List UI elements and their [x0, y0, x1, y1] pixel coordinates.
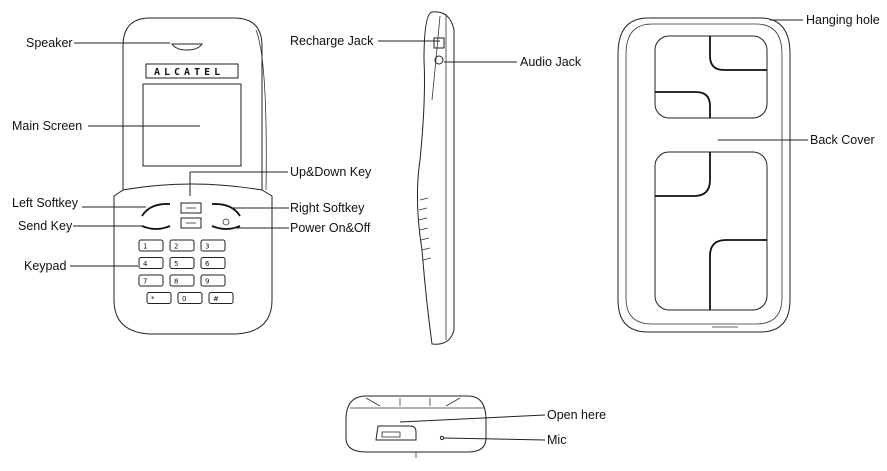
label-power-on-off: Power On&Off: [290, 221, 371, 235]
brand-plate: [145, 63, 239, 79]
keypad-key: [177, 292, 203, 304]
speaker-slot: [171, 43, 203, 51]
right-softkey: [211, 203, 241, 217]
phone-back-view: [617, 17, 791, 333]
label-main-screen: Main Screen: [12, 119, 83, 133]
send-key: [141, 225, 171, 230]
keypad-key: [146, 292, 172, 304]
keypad-key-label: 8: [174, 278, 178, 286]
label-recharge-jack: Recharge Jack: [290, 34, 374, 48]
keypad-key: [208, 292, 234, 304]
keypad-key: [200, 239, 226, 252]
keypad-key-label: 1: [143, 243, 147, 251]
label-back-cover: Back Cover: [810, 133, 875, 147]
label-keypad: Keypad: [24, 259, 67, 273]
label-open-here: Open here: [547, 408, 607, 422]
keypad-key: [138, 257, 164, 269]
keypad-key-label: 2: [174, 243, 178, 251]
open-here-slot: [375, 425, 417, 441]
keypad-key: [169, 257, 195, 269]
lower-recess: [654, 151, 768, 311]
audio-jack: [434, 55, 444, 65]
up-down-key: [180, 202, 202, 214]
power-key: [211, 225, 241, 230]
keypad-key: [200, 274, 226, 287]
main-screen: [142, 83, 242, 167]
keypad-key: [169, 274, 195, 287]
keypad-key: [138, 274, 164, 287]
phone-front-view: ALCATEL 1 2 3 4 5 6 7 8 9 * 0 #: [113, 17, 273, 335]
label-mic: Mic: [547, 433, 567, 447]
label-left-softkey: Left Softkey: [12, 196, 79, 210]
label-send-key: Send Key: [18, 219, 73, 233]
label-up-down-key: Up&Down Key: [290, 165, 372, 179]
keypad-key: [200, 257, 226, 269]
label-hanging-hole: Hanging hole: [806, 13, 880, 27]
keypad-key-label: 9: [205, 278, 209, 286]
keypad-key-label: 5: [174, 260, 178, 268]
keypad-key-label: 6: [205, 260, 210, 268]
keypad-key: [138, 239, 164, 252]
keypad-key-label: 0: [182, 295, 186, 303]
left-softkey: [141, 203, 171, 217]
keypad-key-label: 3: [205, 243, 209, 251]
phone-side-view: [416, 11, 455, 345]
mic-hole: [439, 435, 445, 441]
brand-text: ALCATEL: [154, 67, 224, 78]
keypad-key-label: 4: [143, 260, 148, 268]
label-speaker: Speaker: [26, 36, 73, 50]
keypad-key: [169, 239, 195, 252]
keypad-grid: 1 2 3 4 5 6 7 8 9 * 0 #: [138, 239, 234, 304]
keypad-key-label: #: [213, 295, 219, 303]
label-audio-jack: Audio Jack: [520, 55, 582, 69]
phone-bottom-view: [345, 395, 487, 458]
leader-lines: [70, 19, 808, 441]
down-key: [180, 217, 202, 229]
upper-recess: [654, 35, 768, 119]
label-right-softkey: Right Softkey: [290, 201, 365, 215]
recharge-jack: [433, 37, 445, 49]
keypad-key-label: 7: [143, 278, 147, 286]
keypad-key-label: *: [151, 295, 155, 303]
bottom-logo-mark: [381, 431, 401, 438]
